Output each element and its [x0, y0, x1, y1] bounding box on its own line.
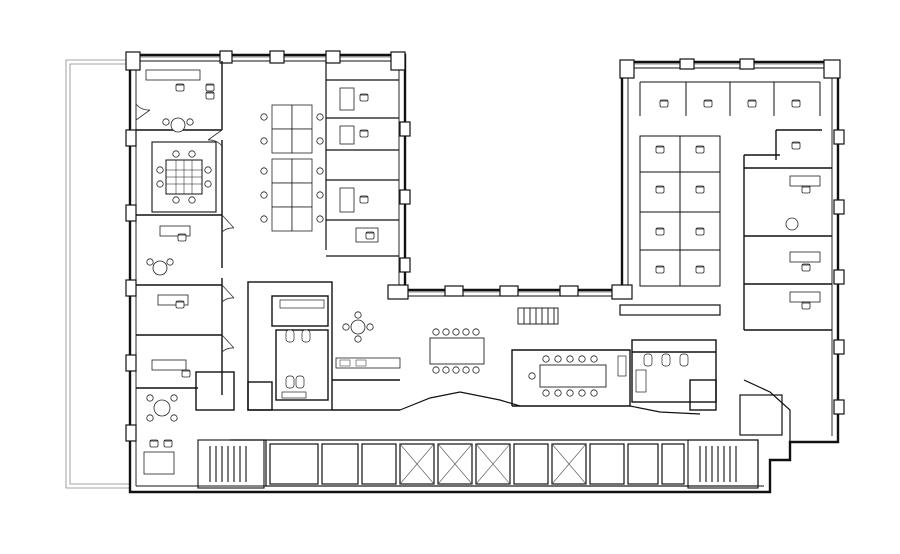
lounge-lower-left	[143, 394, 178, 475]
workstation-benches	[271, 104, 313, 232]
terrace-outline	[65, 59, 130, 489]
conference-table-south	[528, 355, 627, 397]
conference-table-round	[165, 159, 203, 195]
right-office-furniture	[785, 141, 821, 310]
center-offices-furniture	[339, 87, 379, 243]
restroom-fixtures	[279, 299, 325, 399]
stairwell-west	[197, 439, 265, 489]
cafe-tables	[335, 311, 401, 369]
exterior-walls	[128, 53, 840, 494]
south-bays	[265, 439, 759, 487]
core-block	[195, 281, 400, 411]
south-corridor-wall	[399, 379, 791, 442]
exterior-columns	[125, 50, 845, 442]
core-right	[631, 339, 717, 411]
restroom-fixtures-right	[635, 353, 689, 393]
stairwell-east	[687, 439, 759, 489]
team-table	[429, 328, 485, 374]
stairs-north	[517, 307, 559, 325]
exterior-walls-inner	[135, 60, 833, 487]
conference-room-south	[511, 349, 631, 407]
right-offices	[743, 129, 832, 331]
right-cubicle-grid	[639, 81, 821, 287]
right-cubicle-chairs	[655, 99, 801, 274]
misc-walls	[230, 304, 783, 441]
office-doors-left	[135, 103, 235, 353]
window-strips	[140, 56, 824, 293]
office-desks-left	[145, 69, 215, 378]
elevator-shafts	[399, 443, 587, 485]
open-office-center	[325, 61, 399, 257]
